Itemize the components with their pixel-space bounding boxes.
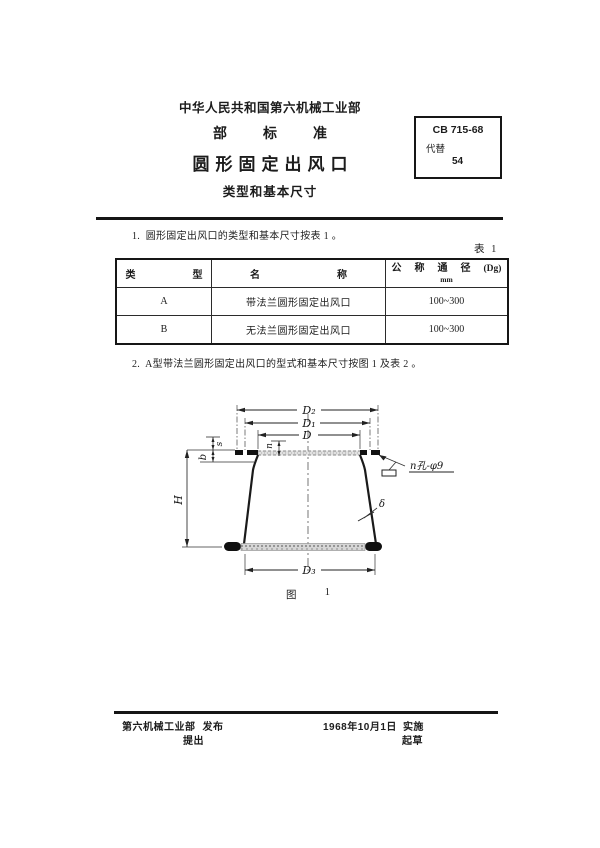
table-row: B 无法兰圆形固定出风口 100~300	[117, 315, 507, 343]
standard-type-line: 部标准	[120, 123, 420, 143]
clause-2: 2. A型带法兰圆形固定出风口的型式和基本尺寸按图 1 及表 2 。	[132, 359, 422, 370]
hole-symbol	[381, 469, 397, 477]
dim-arrow	[362, 420, 370, 426]
dim-label-h: H	[172, 495, 185, 506]
row-a-name: 带法兰圆形固定出风口	[211, 288, 385, 315]
cone-wall-left	[242, 454, 260, 545]
row-b-name: 无法兰圆形固定出风口	[211, 316, 385, 343]
footer-right-line1: 1968年10月1日 实施	[323, 718, 424, 733]
figure1-technical-drawing: D₂ D₁ D s	[172, 404, 454, 577]
table1-header-diameter: 公称通径(Dg) mm	[385, 260, 507, 287]
diameter-header-main: 公称通径	[391, 263, 484, 274]
figure-caption-word: 图	[286, 590, 297, 601]
dim-arrow	[245, 420, 253, 426]
table1-header-type: 类型	[125, 270, 260, 281]
bottom-bead-right	[365, 542, 382, 551]
footer-left-line1: 第六机械工业部 发布	[122, 718, 224, 733]
dim-label-n: n	[265, 443, 275, 449]
table1-header-row: 类型 名称 公称通径(Dg) mm	[117, 260, 507, 287]
replaces-label: 代替	[426, 144, 446, 155]
dim-arrow	[211, 445, 215, 450]
row-a-type: A	[160, 296, 168, 307]
dim-arrow	[367, 567, 375, 573]
leader-arrow	[379, 455, 387, 461]
dim-arrow	[370, 407, 378, 413]
bottom-bead-left	[224, 542, 241, 551]
clause-1: 1. 圆形固定出风口的类型和基本尺寸按表 1 。	[132, 231, 342, 242]
dim-label-b: b	[198, 454, 209, 460]
table1-label: 表 1	[474, 244, 499, 255]
footer-divider	[114, 711, 498, 714]
draft-label: 起草	[402, 736, 423, 747]
table-row: A 带法兰圆形固定出风口 100~300	[117, 287, 507, 315]
cone-wall-right	[358, 454, 378, 545]
dim-label-delta: δ	[379, 499, 385, 510]
issuing-org: 第六机械工业部	[122, 722, 196, 733]
header-divider	[96, 217, 503, 220]
table1: 类型 名称 公称通径(Dg) mm A 带法兰圆形固定出风口 100~300 B…	[115, 258, 509, 345]
publish-label: 发布	[202, 722, 224, 733]
ministry-name: 中华人民共和国第六机械工业部	[178, 101, 361, 115]
dim-arrow	[245, 567, 253, 573]
dim-label-d2: D₂	[301, 404, 315, 417]
dim-label-d1: D₁	[301, 417, 315, 430]
figure-caption-number: 1	[324, 587, 330, 598]
dim-label-s: s	[215, 441, 225, 446]
row-b-type: B	[160, 324, 168, 335]
diameter-header-suffix: (Dg)	[483, 264, 502, 274]
document-title: 圆形固定出风口	[120, 150, 420, 175]
dim-arrow	[237, 407, 245, 413]
dim-arrow	[211, 457, 215, 462]
dim-arrow	[258, 432, 266, 438]
holes-callout: n孔-φ9	[410, 460, 444, 472]
bottom-mesh	[240, 543, 366, 551]
implementation-date: 1968年10月1日	[323, 722, 397, 733]
dim-arrow	[277, 441, 281, 446]
diameter-unit: mm	[440, 274, 453, 284]
row-a-diameter: 100~300	[385, 288, 507, 315]
dim-arrow	[211, 437, 215, 442]
document-title-text: 圆形固定出风口	[192, 155, 354, 174]
dim-arrow	[184, 450, 190, 458]
dim-arrow	[352, 432, 360, 438]
implement-label: 实施	[402, 722, 424, 733]
propose-label: 提出	[183, 736, 204, 747]
row-b-diameter: 100~300	[385, 316, 507, 343]
dim-label-d: D	[302, 429, 312, 442]
dim-arrow	[184, 539, 190, 547]
bolt-hole-left	[243, 450, 247, 455]
standard-number-box: CB 715-68 代替 54	[414, 116, 502, 179]
table1-header-name: 名称	[211, 260, 385, 287]
document-subtitle: 类型和基本尺寸	[222, 185, 318, 199]
dim-arrow	[211, 450, 215, 455]
dim-arrow	[277, 451, 281, 456]
figure1-caption: 图 1	[286, 587, 330, 602]
bolt-hole-right	[367, 450, 371, 455]
standard-code: CB 715-68	[432, 124, 484, 136]
dim-label-d3: D₃	[301, 564, 315, 577]
standard-type-text: 部标准	[213, 125, 363, 141]
replaces-value: 54	[452, 156, 464, 167]
